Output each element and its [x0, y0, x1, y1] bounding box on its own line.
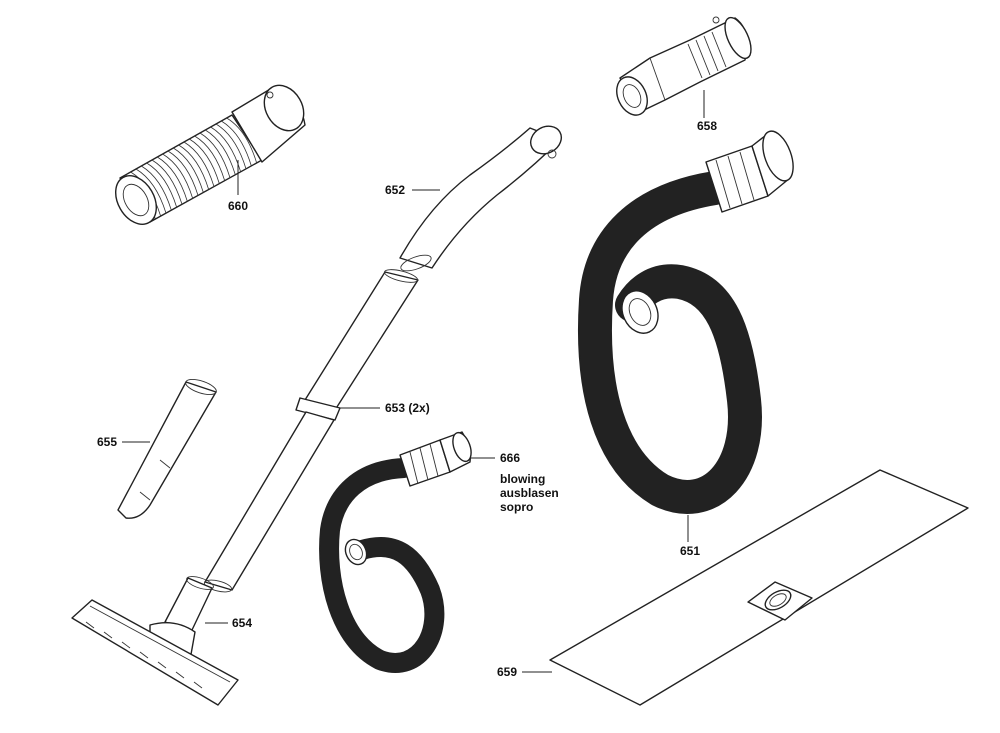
part-652-curved-handle — [399, 125, 563, 272]
part-659-filter-bag — [549, 469, 969, 706]
part-651-large-hose — [577, 130, 794, 514]
label-652: 652 — [385, 183, 405, 197]
label-655: 655 — [97, 435, 117, 449]
note-sopro: sopro — [500, 500, 533, 514]
note-blowing: blowing — [500, 472, 545, 486]
part-653-extension-tubes — [203, 269, 419, 593]
part-658-adapter — [616, 16, 752, 116]
label-660: 660 — [228, 199, 248, 213]
label-654: 654 — [232, 616, 252, 630]
part-655-crevice-nozzle — [117, 378, 217, 519]
part-666-blowing-hose — [319, 431, 472, 673]
label-651: 651 — [680, 544, 700, 558]
label-658: 658 — [697, 119, 717, 133]
label-666: 666 — [500, 451, 520, 465]
label-659: 659 — [497, 665, 517, 679]
note-ausblasen: ausblasen — [500, 486, 559, 500]
label-653: 653 (2x) — [385, 401, 430, 415]
part-660-short-hose — [115, 84, 306, 225]
part-654-floor-nozzle — [71, 576, 239, 706]
